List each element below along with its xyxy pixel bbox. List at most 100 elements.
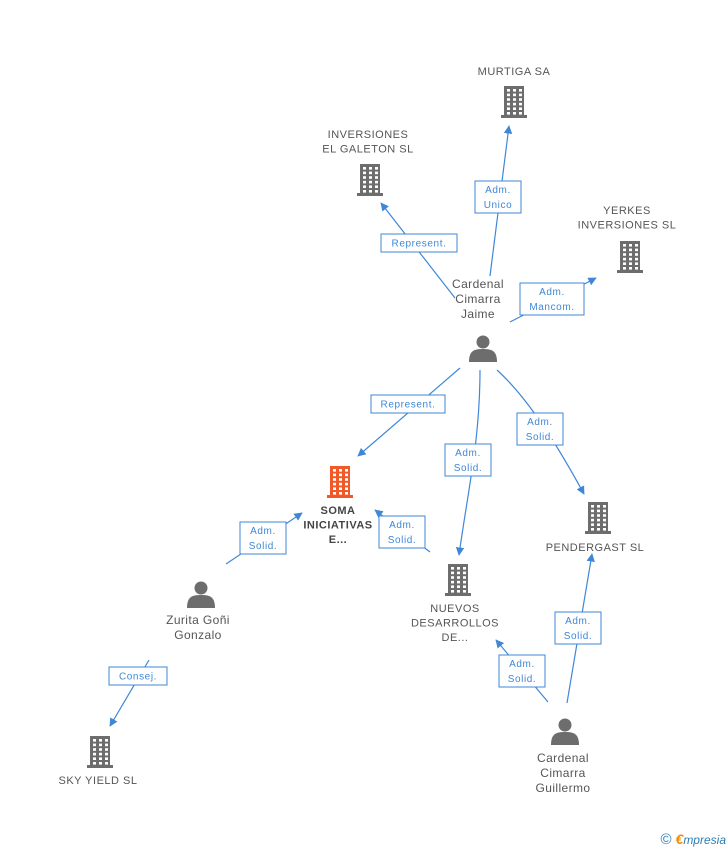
edge-label-box xyxy=(239,521,287,555)
edge-label-box xyxy=(498,654,546,688)
edge-label-text: Adm. xyxy=(455,448,481,459)
node-pendergast[interactable]: PENDERGAST SL xyxy=(546,502,645,554)
brand-logo-text: mpresia xyxy=(683,833,726,847)
edge-jaime-to-nuevos: Adm. Solid. xyxy=(444,369,492,556)
edge-label-text: Represent. xyxy=(392,239,447,250)
person-icon xyxy=(551,718,579,745)
edge-label-box xyxy=(444,443,492,477)
edge-label[interactable]: Adm. Solid. xyxy=(444,443,492,477)
edge-nuevos-to-soma: Adm. Solid. xyxy=(374,509,431,553)
edge-jaime-to-murtiga: Adm. Unico xyxy=(474,125,522,277)
node-label-line: Guillermo xyxy=(536,781,591,795)
edge-label[interactable]: Represent. xyxy=(370,394,446,414)
edge-label-text: Adm. xyxy=(250,526,276,537)
edge-label[interactable]: Adm. Solid. xyxy=(378,515,426,549)
node-label-line: Cimarra xyxy=(455,292,500,306)
edge-label-text: Solid. xyxy=(508,674,537,685)
node-nuevos[interactable]: NUEVOS DESARROLLOS DE... xyxy=(411,564,499,644)
node-label-line: EL GALETON SL xyxy=(322,144,413,156)
edge-label[interactable]: Adm. Solid. xyxy=(239,521,287,555)
node-label-line: YERKES xyxy=(603,205,651,217)
edge-label-box xyxy=(108,666,168,686)
edge-label[interactable]: Represent. xyxy=(380,233,458,253)
edge-label-box xyxy=(519,282,585,316)
node-label-line: SOMA xyxy=(321,505,356,517)
node-label-line: Zurita Goñi xyxy=(166,613,230,627)
building-icon xyxy=(501,86,527,118)
edge-zurita-to-skyyield: Consej. xyxy=(108,659,168,727)
node-label-line: Gonzalo xyxy=(174,628,222,642)
node-label-line: Cardenal xyxy=(452,277,504,291)
node-label-line: Jaime xyxy=(461,307,495,321)
node-soma[interactable]: SOMA INICIATIVAS E... xyxy=(303,466,372,546)
edge-label-text: Mancom. xyxy=(529,302,574,313)
node-label-line: INVERSIONES xyxy=(328,129,409,141)
node-label-line: MURTIGA SA xyxy=(478,66,551,78)
edge-jaime-to-soma: Represent. xyxy=(357,367,461,457)
edge-jaime-to-pendergast: Adm. Solid. xyxy=(496,369,585,495)
node-murtiga[interactable]: MURTIGA SA xyxy=(478,66,551,118)
edge-label-text: Consej. xyxy=(119,672,157,683)
node-label-line: DE... xyxy=(442,632,469,644)
building-icon xyxy=(445,564,471,596)
edge-label-text: Adm. xyxy=(485,185,511,196)
edge-label-text: Solid. xyxy=(564,631,593,642)
edge-label-text: Solid. xyxy=(454,463,483,474)
copyright-symbol: © xyxy=(660,831,672,848)
edge-guillermo-to-nuevos: Adm. Solid. xyxy=(495,639,549,703)
edge-jaime-to-yerkes: Adm. Mancom. xyxy=(509,277,597,323)
edge-label-text: Adm. xyxy=(389,520,415,531)
node-label-line: NUEVOS xyxy=(430,603,479,615)
node-label-line: E... xyxy=(329,534,348,546)
edge-label-text: Adm. xyxy=(539,287,565,298)
edge-label[interactable]: Adm. Solid. xyxy=(498,654,546,688)
edge-label-box xyxy=(370,394,446,414)
edge-guillermo-to-pendergast: Adm. Solid. xyxy=(554,553,602,704)
node-label-line: Cimarra xyxy=(540,766,585,780)
edge-label-text: Solid. xyxy=(388,535,417,546)
edge-label-text: Represent. xyxy=(381,400,436,411)
building-icon xyxy=(327,466,353,498)
edge-jaime-to-galeton: Represent. xyxy=(380,202,458,299)
edge-label-text: Unico xyxy=(484,200,513,211)
nodes-layer: MURTIGA SA INVERSIONES EL GALETON SL YERKES… xyxy=(59,66,677,796)
edge-label-text: Adm. xyxy=(527,417,553,428)
building-icon xyxy=(357,164,383,196)
building-icon xyxy=(87,736,113,768)
brand-logo-initial: € xyxy=(675,831,684,847)
node-label-line: INVERSIONES SL xyxy=(578,220,677,232)
edge-label[interactable]: Adm. Solid. xyxy=(554,611,602,645)
edge-zurita-to-soma: Adm. Solid. xyxy=(225,512,303,565)
node-label-line: SKY YIELD SL xyxy=(59,775,138,787)
edge-label-box xyxy=(554,611,602,645)
node-label-line: PENDERGAST SL xyxy=(546,542,645,554)
building-icon xyxy=(617,241,643,273)
node-label-line: INICIATIVAS xyxy=(303,520,372,532)
edge-label-box xyxy=(474,180,522,214)
person-icon xyxy=(469,335,497,362)
edge-label-box xyxy=(380,233,458,253)
person-icon xyxy=(187,581,215,608)
node-skyyield[interactable]: SKY YIELD SL xyxy=(59,736,138,787)
edge-label-box xyxy=(378,515,426,549)
edge-label-box xyxy=(516,412,564,446)
edge-label[interactable]: Adm. Solid. xyxy=(516,412,564,446)
edge-label-text: Solid. xyxy=(249,541,278,552)
building-icon xyxy=(585,502,611,534)
edge-label-text: Solid. xyxy=(526,432,555,443)
edge-label-text: Adm. xyxy=(509,659,535,670)
edge-label[interactable]: Adm. Unico xyxy=(474,180,522,214)
node-label-line: DESARROLLOS xyxy=(411,618,499,630)
edge-label-text: Adm. xyxy=(565,616,591,627)
edge-label[interactable]: Adm. Mancom. xyxy=(519,282,585,316)
node-yerkes[interactable]: YERKES INVERSIONES SL xyxy=(578,205,677,273)
edge-label[interactable]: Consej. xyxy=(108,666,168,686)
node-label-line: Cardenal xyxy=(537,751,589,765)
footer-brand: ©€mpresia xyxy=(660,831,726,848)
node-galeton[interactable]: INVERSIONES EL GALETON SL xyxy=(322,129,413,196)
